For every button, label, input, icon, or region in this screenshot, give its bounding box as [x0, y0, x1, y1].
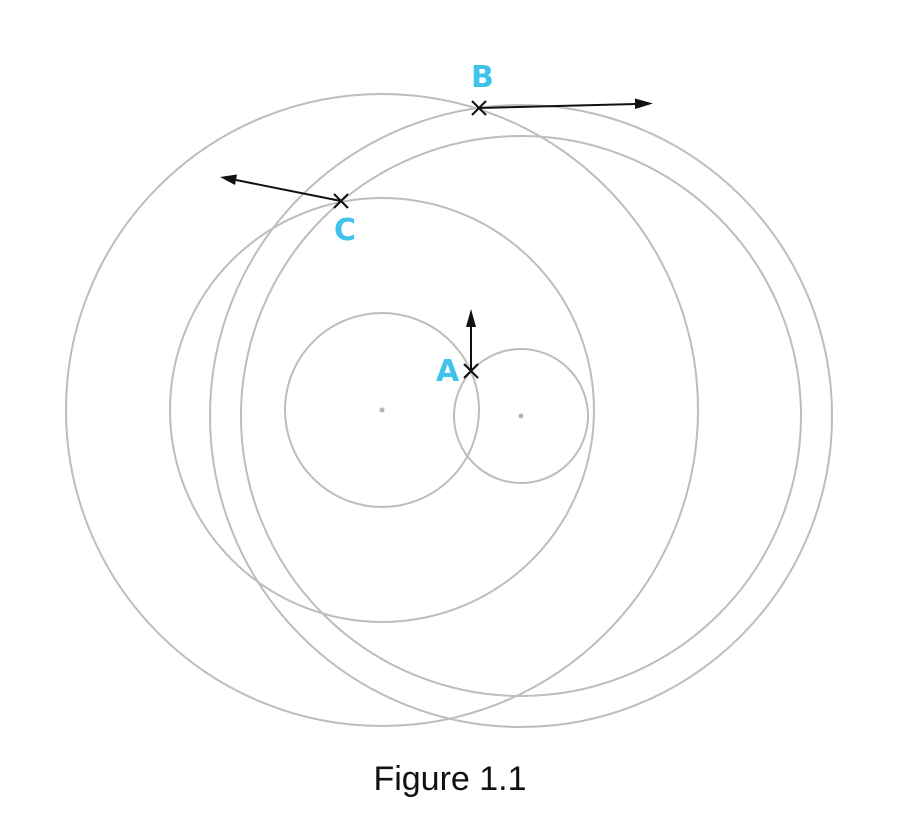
cross-marker-a — [463, 363, 479, 379]
circle-left-small — [284, 312, 480, 508]
arrow-b-head — [635, 98, 653, 109]
arrow-c-line — [235, 179, 342, 202]
circle-right-small — [453, 348, 589, 484]
point-a: A — [436, 309, 479, 389]
cross-marker-b — [471, 100, 487, 116]
label-a: A — [436, 354, 460, 389]
arrow-b-line — [478, 103, 637, 109]
label-c: C — [334, 213, 356, 248]
cross-marker-c — [333, 193, 349, 209]
circle-right-medium — [240, 135, 802, 697]
figure-caption: Figure 1.1 — [373, 760, 527, 798]
point-b: B — [471, 60, 653, 116]
point-c: C — [220, 174, 356, 248]
arrow-c-head — [220, 174, 237, 185]
circle-right-large — [209, 104, 833, 728]
circle-left-large — [65, 93, 699, 727]
center-dot-right — [518, 413, 524, 419]
arrow-a-head — [466, 309, 476, 327]
center-dot-left — [379, 407, 385, 413]
circle-left-medium — [169, 197, 595, 623]
label-b: B — [471, 60, 494, 95]
